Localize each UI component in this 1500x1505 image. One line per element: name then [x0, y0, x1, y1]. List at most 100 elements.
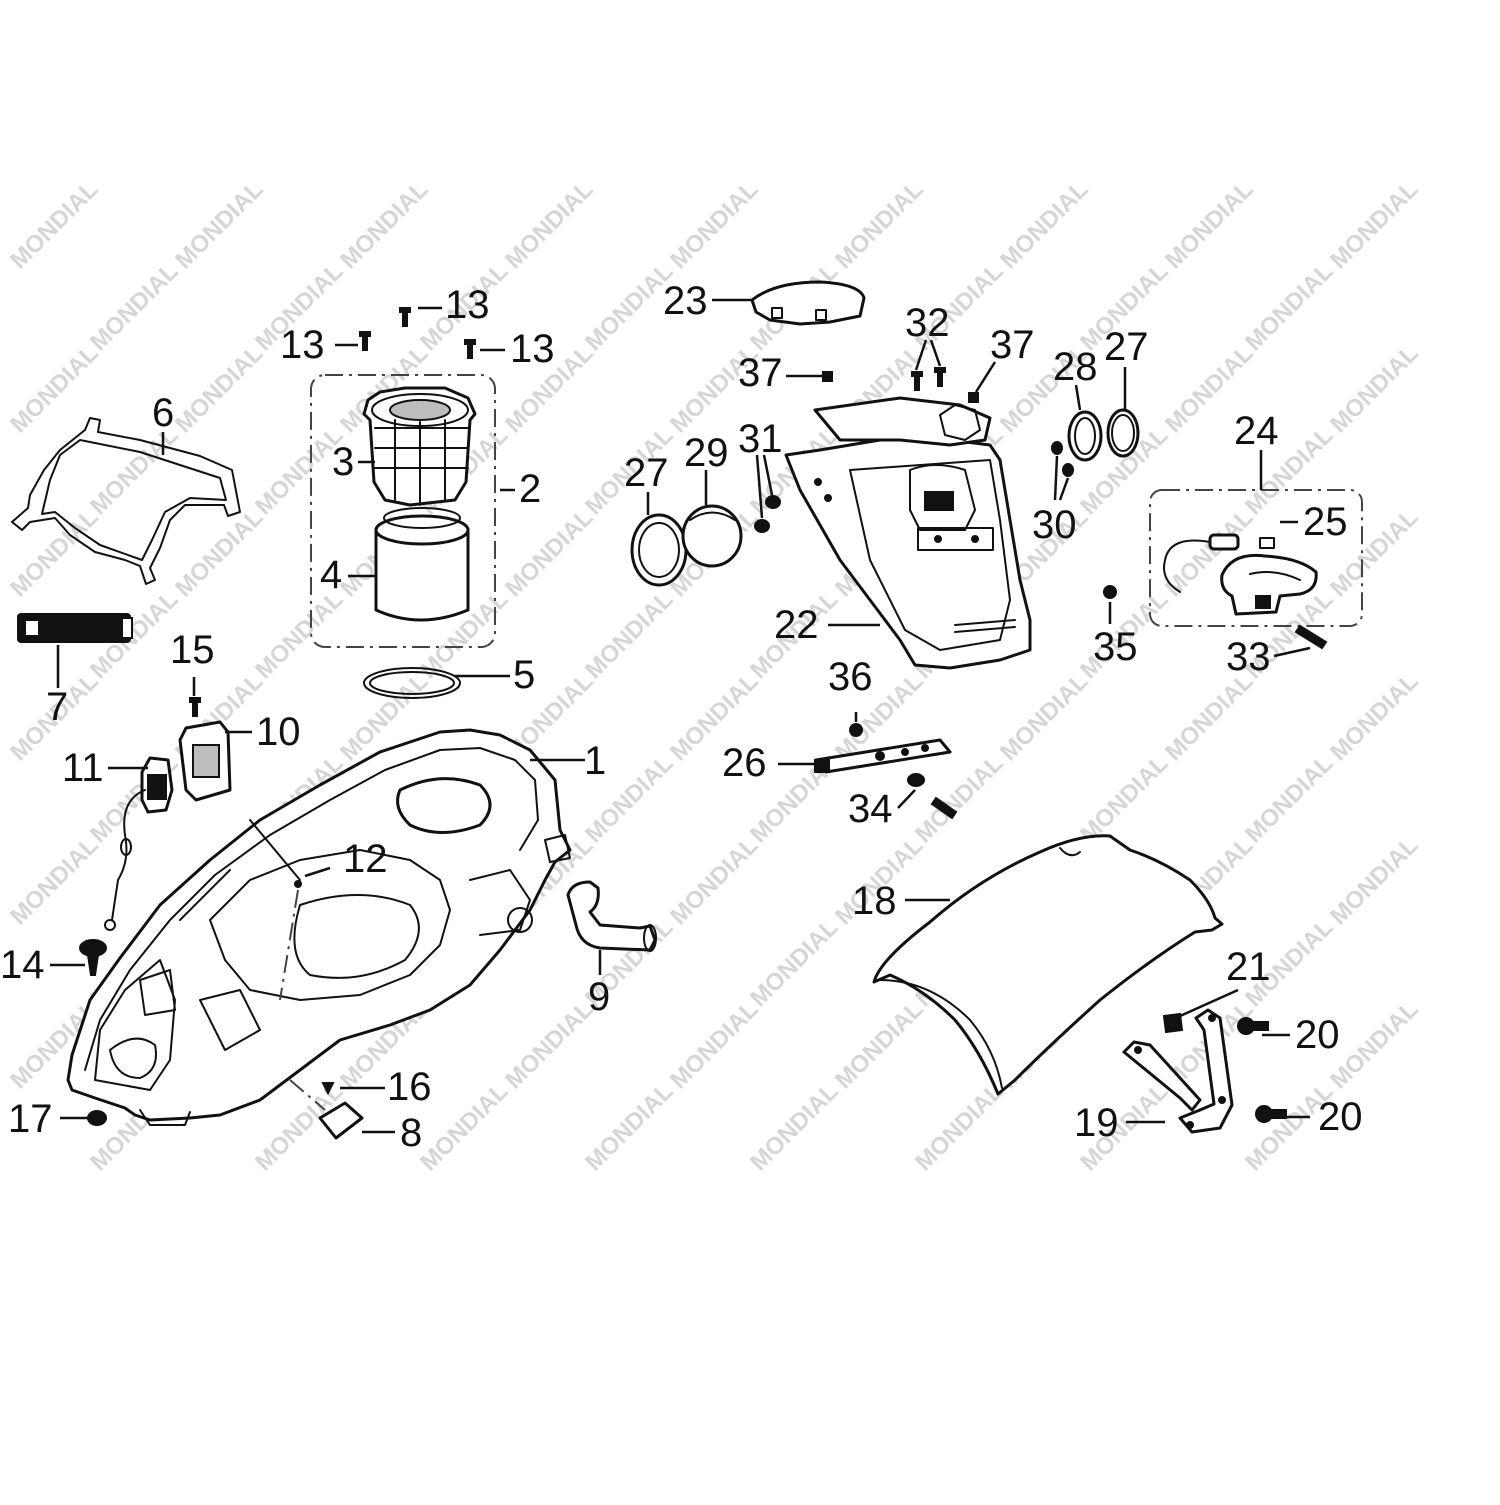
- label-14: 14: [0, 943, 45, 987]
- watermark-text: MONDIAL: [830, 996, 928, 1094]
- label-31: 31: [738, 417, 783, 461]
- part-11-switch: [104, 756, 174, 931]
- part-29-reflector: [681, 504, 743, 568]
- watermark-text: MONDIAL: [665, 832, 763, 930]
- label-5: 5: [513, 653, 535, 697]
- label-37b: 37: [990, 323, 1035, 367]
- part-1-frame: [66, 728, 572, 1126]
- part-19-hinge: [1122, 1008, 1234, 1134]
- watermark-text: MONDIAL: [250, 586, 348, 684]
- watermark-text: MONDIAL: [1325, 176, 1423, 274]
- label-20a: 20: [1295, 1013, 1340, 1057]
- label-4: 4: [320, 553, 342, 597]
- part-34-washer: [907, 773, 925, 787]
- part-14-clip: [79, 939, 107, 976]
- watermark-text: MONDIAL: [910, 1078, 1008, 1176]
- part-20-bolt-a: [1237, 1017, 1269, 1035]
- label-7: 7: [46, 685, 68, 729]
- watermark-text: MONDIAL: [580, 586, 678, 684]
- watermark-text: MONDIAL: [580, 1078, 678, 1176]
- part-17-plug: [87, 1110, 107, 1126]
- part-30-nut-b: [1062, 463, 1074, 477]
- part-25-bulb: [1163, 533, 1275, 593]
- label-19: 19: [1074, 1101, 1119, 1145]
- watermark-text: MONDIAL: [170, 176, 268, 274]
- label-23: 23: [663, 279, 708, 323]
- part-12-screw: [294, 880, 302, 888]
- watermark-text: MONDIAL: [85, 258, 183, 356]
- part-6-bracket: [11, 417, 241, 585]
- part-30-nut-a: [1051, 441, 1063, 455]
- part-34-bolt: [930, 796, 958, 820]
- part-18-seat: [872, 834, 1224, 1096]
- watermark-text: MONDIAL: [745, 1078, 843, 1176]
- watermark-text: MONDIAL: [1075, 750, 1173, 848]
- part-5-oring: [363, 667, 461, 699]
- label-6: 6: [152, 391, 174, 435]
- watermark-text: MONDIAL: [665, 996, 763, 1094]
- watermark-text: MONDIAL: [85, 422, 183, 520]
- label-33: 33: [1226, 635, 1271, 679]
- label-30: 30: [1032, 503, 1077, 547]
- label-11: 11: [62, 746, 104, 790]
- watermark-text: MONDIAL: [500, 996, 598, 1094]
- part-28-reflector: [1067, 410, 1103, 462]
- label-21: 21: [1226, 945, 1271, 989]
- part-20-bolt-b: [1255, 1105, 1287, 1123]
- part-27-lens-left: [630, 513, 688, 587]
- label-15: 15: [170, 628, 215, 672]
- label-9: 9: [588, 975, 610, 1019]
- watermark-text: MONDIAL: [5, 176, 103, 274]
- label-20b: 20: [1318, 1095, 1363, 1139]
- part-24-lamp: [1220, 553, 1318, 616]
- watermark-text: MONDIAL: [500, 176, 598, 274]
- part-7-bar: [17, 613, 133, 643]
- part-9-hose: [566, 880, 657, 952]
- part-8-cover: [318, 1101, 364, 1140]
- label-24: 24: [1234, 409, 1279, 453]
- label-3: 3: [332, 440, 354, 484]
- watermark-text: MONDIAL: [665, 176, 763, 274]
- label-28: 28: [1053, 345, 1098, 389]
- part-15-screw: [189, 697, 201, 717]
- label-29: 29: [684, 431, 729, 475]
- part-31-nut-a: [765, 495, 781, 509]
- part-32-screw-b: [934, 367, 946, 387]
- part-37-nut-a: [822, 371, 833, 382]
- watermark-text: MONDIAL: [500, 504, 598, 602]
- watermark-text: MONDIAL: [1325, 996, 1423, 1094]
- leader-lines: [50, 298, 1311, 1134]
- part-3-fuel-pump: [362, 386, 477, 507]
- part-23-cover: [750, 280, 866, 326]
- watermark-text: MONDIAL: [1325, 832, 1423, 930]
- part-16-screw: [321, 1082, 335, 1096]
- label-32: 32: [905, 301, 950, 345]
- watermark-text: MONDIAL: [1325, 340, 1423, 438]
- part-4-filter: [374, 507, 470, 622]
- part-2-assembly-box: [310, 374, 496, 648]
- label-22: 22: [774, 603, 819, 647]
- label-37a: 37: [738, 351, 783, 395]
- part-26-plate: [814, 738, 952, 774]
- label-1: 1: [584, 739, 606, 783]
- label-12: 12: [343, 837, 388, 881]
- label-18: 18: [852, 879, 897, 923]
- part-10-bracket: [178, 720, 232, 802]
- watermark-text: MONDIAL: [1240, 750, 1338, 848]
- label-2: 2: [519, 467, 541, 511]
- label-10: 10: [256, 710, 301, 754]
- part-36-nut: [849, 723, 863, 737]
- part-32-screw-a: [911, 371, 923, 391]
- label-35: 35: [1093, 625, 1138, 669]
- part-12-line: [279, 889, 299, 1001]
- part-22-fender: [784, 396, 1032, 670]
- watermark-text: MONDIAL: [830, 176, 928, 274]
- watermark-text: MONDIAL: [995, 668, 1093, 766]
- watermark-text: MONDIAL: [170, 340, 268, 438]
- watermark-text: MONDIAL: [1160, 668, 1258, 766]
- watermark-text: MONDIAL: [335, 176, 433, 274]
- label-27a: 27: [624, 451, 669, 495]
- part-13-screws: [359, 307, 476, 359]
- part-35-nut: [1103, 585, 1117, 599]
